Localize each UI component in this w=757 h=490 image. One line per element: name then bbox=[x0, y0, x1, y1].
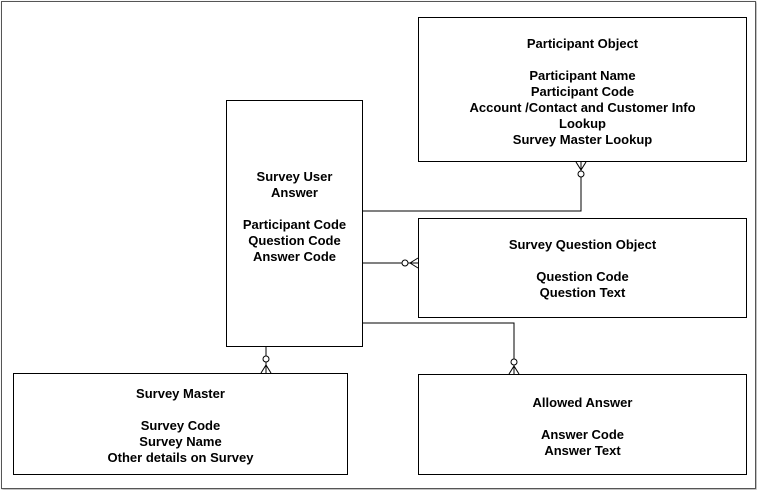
crows-foot-participant bbox=[575, 161, 587, 178]
field-survey-name: Survey Name bbox=[139, 434, 222, 449]
field-survey-master-lookup: Survey Master Lookup bbox=[512, 132, 653, 147]
entity-title: Participant Object bbox=[526, 36, 639, 51]
field-question-code: Question Code bbox=[248, 233, 341, 248]
connector-participant bbox=[363, 162, 582, 212]
entity-title-line1: Survey User bbox=[256, 169, 333, 184]
entity-participant-object: Participant Object Participant Name Part… bbox=[418, 17, 747, 162]
field-other-details: Other details on Survey bbox=[107, 450, 254, 465]
field-participant-code: Participant Code bbox=[530, 84, 635, 99]
entity-allowed-answer: Allowed Answer Answer Code Answer Text bbox=[418, 374, 747, 475]
field-participant-code: Participant Code bbox=[242, 217, 347, 232]
entity-survey-master: Survey Master Survey Code Survey Name Ot… bbox=[13, 373, 348, 475]
entity-fields: Participant Code Question Code Answer Co… bbox=[227, 217, 362, 265]
entity-fields: Participant Name Participant Code Accoun… bbox=[419, 68, 746, 148]
field-lookup: Lookup bbox=[559, 116, 606, 131]
field-account-contact-info: Account /Contact and Customer Info bbox=[469, 100, 696, 115]
entity-title: Survey Question Object bbox=[508, 237, 657, 252]
field-participant-name: Participant Name bbox=[529, 68, 636, 83]
field-question-text: Question Text bbox=[539, 285, 626, 300]
crows-foot-question bbox=[401, 257, 419, 269]
entity-survey-user-answer: Survey User Answer Participant Code Ques… bbox=[226, 100, 363, 347]
field-question-code: Question Code bbox=[536, 269, 629, 284]
crows-foot-master bbox=[260, 355, 272, 374]
field-answer-code: Answer Code bbox=[252, 249, 337, 264]
field-answer-code: Answer Code bbox=[540, 427, 625, 442]
entity-title-line2: Answer bbox=[271, 185, 318, 200]
entity-title: Allowed Answer bbox=[532, 395, 633, 410]
connector-allowed bbox=[363, 322, 515, 374]
entity-fields: Answer Code Answer Text bbox=[419, 427, 746, 459]
field-answer-text: Answer Text bbox=[544, 443, 621, 458]
entity-survey-question-object: Survey Question Object Question Code Que… bbox=[418, 218, 747, 318]
entity-fields: Survey Code Survey Name Other details on… bbox=[14, 418, 347, 466]
crows-foot-allowed bbox=[508, 358, 520, 375]
entity-title: Survey Master bbox=[136, 386, 225, 401]
field-survey-code: Survey Code bbox=[140, 418, 221, 433]
entity-fields: Question Code Question Text bbox=[419, 269, 746, 301]
